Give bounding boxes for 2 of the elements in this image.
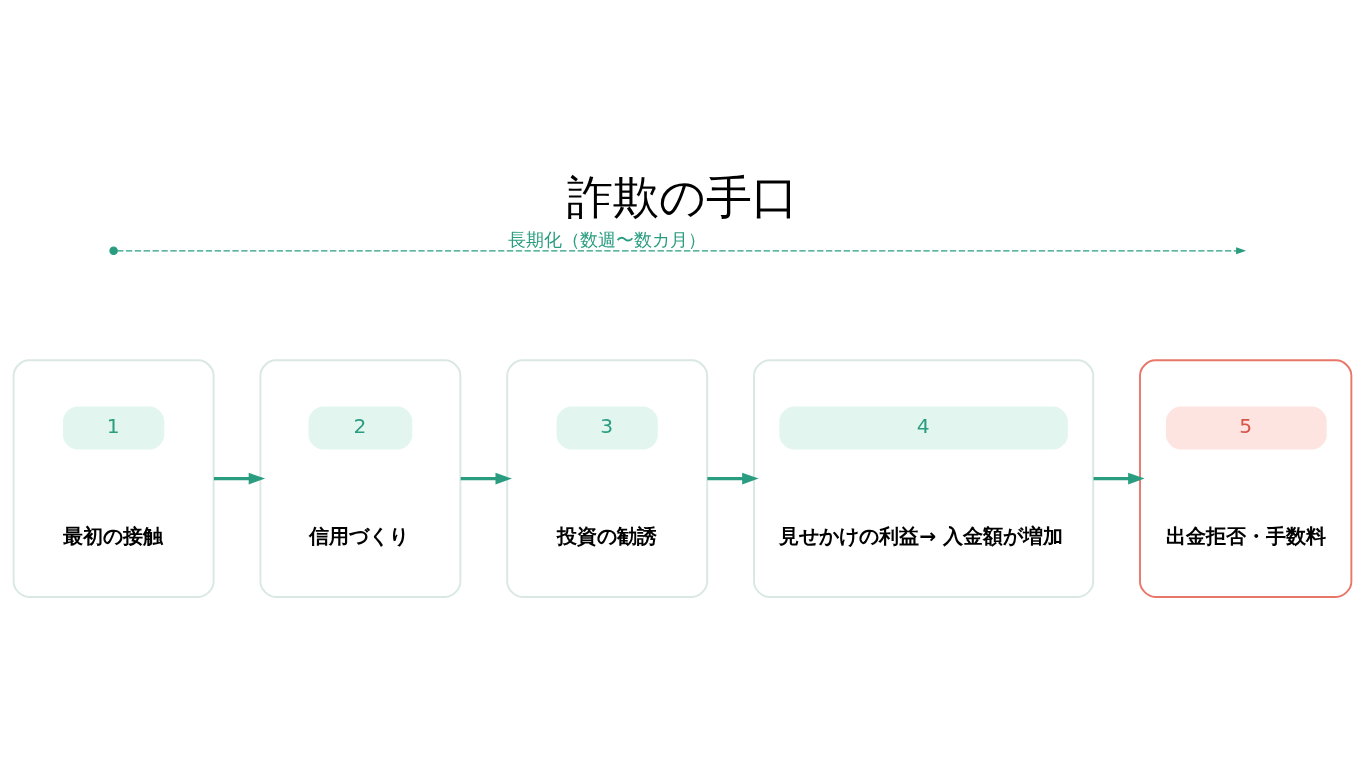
diagram-title: 詐欺の手口 xyxy=(567,170,798,224)
label: 長期化（数週〜数カ月） xyxy=(508,229,707,250)
